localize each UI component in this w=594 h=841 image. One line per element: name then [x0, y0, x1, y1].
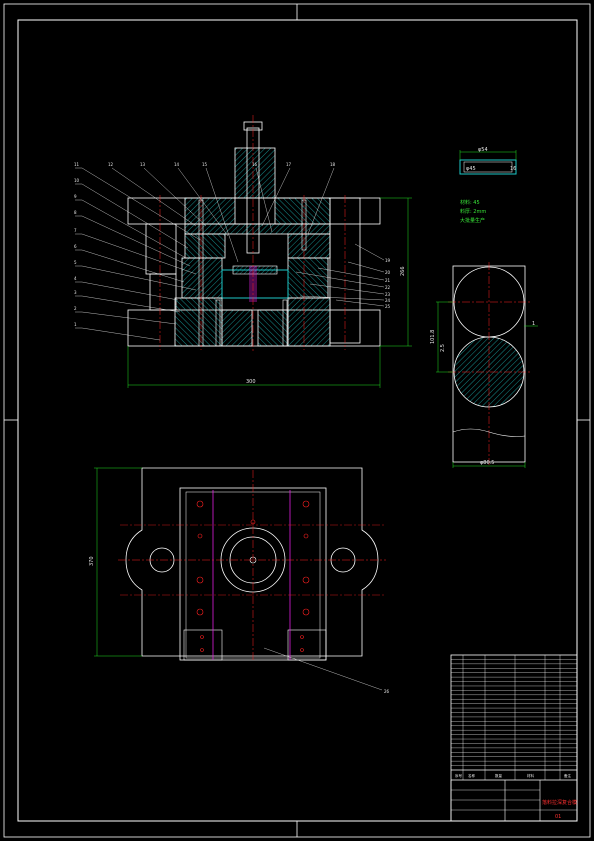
- blank-edge-dim: 1: [532, 321, 535, 327]
- callout-label: 12: [108, 162, 114, 167]
- part-thickness-dim: 16: [510, 166, 516, 172]
- section-view: 300 266: [74, 115, 412, 388]
- header-qty: 数量: [495, 773, 503, 778]
- title-block: 序号 名称 数量 材料 备注 落料拉深复合模 01: [450, 654, 578, 822]
- callout-label: 2: [74, 306, 77, 311]
- blank-gap-dim: 2.5: [440, 344, 446, 352]
- plan-view: 370 26: [89, 467, 390, 694]
- header-remark: 备注: [564, 773, 572, 778]
- callout-label: 6: [74, 244, 77, 249]
- callout-label: 25: [385, 304, 391, 309]
- callout-label: 11: [74, 162, 80, 167]
- part-view: φ54 16 φ45 材料: 45 料厚: 2mm 大批量生产: [459, 147, 517, 224]
- left-callouts: 11 10 9 8 7 6 5 4 3 2 1: [74, 162, 80, 327]
- callout-label: 21: [385, 278, 391, 283]
- callout-label: 5: [74, 260, 77, 265]
- header-name: 名称: [468, 773, 476, 778]
- callout-label: 4: [74, 276, 77, 281]
- header-material: 材料: [527, 773, 535, 778]
- callout-label: 18: [330, 162, 336, 167]
- callout-label: 15: [202, 162, 208, 167]
- part-width-dim: φ54: [478, 147, 488, 153]
- callout-label: 14: [174, 162, 180, 167]
- title-block-rows: [451, 655, 577, 780]
- plan-height-dim: 370: [89, 556, 95, 566]
- callout-label: 13: [140, 162, 146, 167]
- callout-label: 23: [385, 292, 391, 297]
- plan-leader-callout: 26: [384, 689, 390, 694]
- part-note-material: 材料: 45: [460, 199, 480, 206]
- callout-label: 19: [385, 258, 391, 263]
- section-height-dim: 266: [400, 266, 406, 276]
- callout-label: 24: [385, 298, 391, 303]
- part-note-thickness: 料厚: 2mm: [460, 208, 486, 215]
- callout-label: 1: [74, 322, 77, 327]
- callout-label: 20: [385, 270, 391, 275]
- part-note-production: 大批量生产: [460, 217, 485, 224]
- blank-view: φ80.5 101.8 2.5 1: [430, 262, 538, 468]
- callout-label: 17: [286, 162, 292, 167]
- callout-label: 8: [74, 210, 77, 215]
- right-callouts: 19 20 21 22 23 24 25: [385, 258, 391, 309]
- blank-pitch-dim: 101.8: [430, 330, 436, 344]
- callout-label: 3: [74, 290, 77, 295]
- part-bore-label: φ45: [466, 166, 476, 172]
- sheet-border: [3, 3, 591, 838]
- callout-label: 7: [74, 228, 77, 233]
- blank-width-dim: φ80.5: [480, 460, 494, 466]
- top-callouts: 12 13 14 15 16 17 18: [108, 162, 336, 167]
- drawing-number: 01: [555, 814, 561, 820]
- header-index: 序号: [455, 773, 463, 778]
- drawing-title: 落料拉深复合模: [542, 799, 577, 806]
- callout-label: 10: [74, 178, 80, 183]
- callout-label: 22: [385, 285, 391, 290]
- section-width-dim: 300: [246, 379, 256, 385]
- callout-label: 9: [74, 194, 77, 199]
- callout-label: 16: [252, 162, 258, 167]
